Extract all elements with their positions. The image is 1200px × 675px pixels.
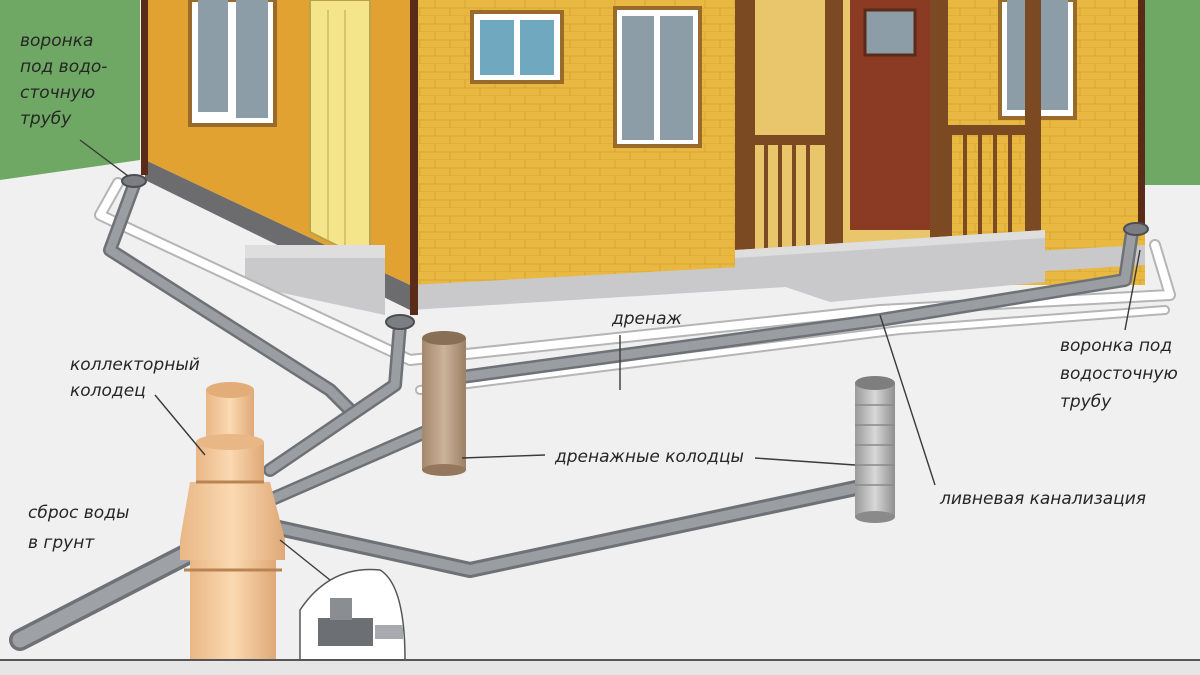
leader-lines bbox=[79, 139, 1141, 581]
storm-sewer-pipes bbox=[9, 178, 1139, 651]
label-storm-sewer: ливневая канализация bbox=[940, 489, 1147, 509]
label-funnel-left-line3: сточную bbox=[20, 83, 96, 103]
door-step bbox=[245, 245, 385, 315]
label-collector-well-line1: коллекторный bbox=[70, 355, 200, 375]
downpipe-corner bbox=[410, 0, 418, 315]
label-funnel-right-line3: трубу bbox=[1060, 392, 1112, 412]
label-funnel-right: воронка под водосточную трубу bbox=[1060, 332, 1178, 416]
funnel-corner-icon bbox=[385, 314, 415, 330]
label-drainage: дренаж bbox=[612, 309, 682, 329]
label-water-discharge-line2: в грунт bbox=[28, 533, 95, 553]
collector-well bbox=[180, 382, 285, 660]
label-collector-well-line2: колодец bbox=[70, 381, 146, 401]
label-water-discharge: сброс воды в грунт bbox=[28, 498, 129, 558]
drainage-well-2 bbox=[855, 376, 895, 523]
label-water-discharge-line1: сброс воды bbox=[28, 503, 130, 523]
label-funnel-left-line4: трубу bbox=[20, 109, 72, 129]
drainage-pipe bbox=[94, 177, 1176, 395]
porch bbox=[735, 0, 1045, 302]
grass-left bbox=[0, 0, 140, 180]
label-funnel-right-line1: воронка под bbox=[1060, 336, 1173, 356]
label-funnel-left: воронка под водо- сточную трубу bbox=[20, 28, 107, 132]
grass-right bbox=[1140, 0, 1200, 185]
drainage-well-1 bbox=[422, 331, 466, 476]
funnel-right-icon bbox=[1123, 222, 1149, 236]
house bbox=[141, 0, 1145, 315]
label-drainage-wells: дренажные колодцы bbox=[555, 447, 744, 467]
label-funnel-left-line1: воронка bbox=[20, 31, 94, 51]
valve-detail-inset bbox=[299, 568, 406, 661]
funnel-left-icon bbox=[121, 174, 147, 188]
door bbox=[309, 0, 371, 264]
label-funnel-left-line2: под водо- bbox=[20, 57, 108, 77]
label-collector-well: коллекторный колодец bbox=[70, 352, 200, 404]
downpipe-left bbox=[141, 0, 148, 175]
downpipe-right bbox=[1138, 0, 1145, 225]
label-funnel-right-line2: водосточную bbox=[1060, 364, 1178, 384]
